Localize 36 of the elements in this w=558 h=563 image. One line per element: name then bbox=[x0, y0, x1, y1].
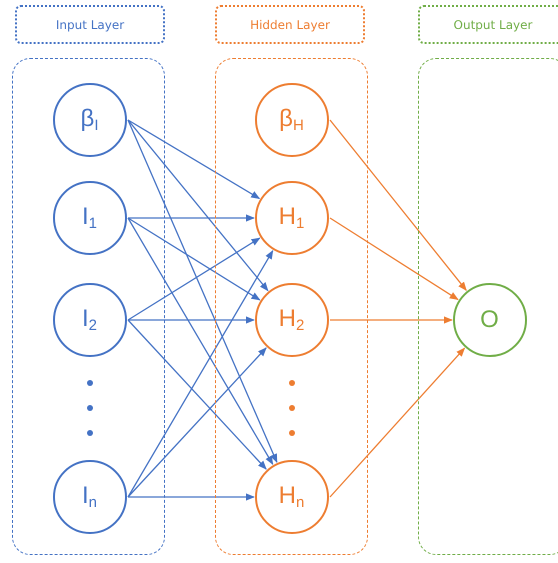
node-label: H$_{1}$ bbox=[278, 203, 304, 232]
layer-header-box bbox=[418, 5, 558, 44]
layer-header-box bbox=[15, 5, 165, 44]
node-label: I$_{1}$ bbox=[82, 203, 97, 232]
arrow bbox=[128, 217, 260, 300]
arrow bbox=[128, 320, 267, 470]
layer-panel bbox=[418, 58, 558, 555]
arrow bbox=[128, 120, 268, 292]
node-label: Hidden Layer bbox=[250, 18, 330, 32]
node-label: H$_{n}$ bbox=[278, 482, 304, 511]
arrow bbox=[330, 217, 459, 300]
arrow bbox=[128, 493, 255, 501]
arrow bbox=[128, 316, 255, 324]
neuron-circle bbox=[452, 282, 526, 356]
node-label: I$_{2}$ bbox=[82, 305, 97, 334]
layer-panel bbox=[12, 58, 165, 555]
arrow bbox=[330, 348, 466, 498]
neuron-circle bbox=[254, 282, 328, 356]
arrow bbox=[127, 218, 274, 466]
layer-panel bbox=[215, 58, 368, 555]
node-label: Input Layer bbox=[56, 18, 124, 32]
arrow bbox=[127, 120, 278, 463]
arrow bbox=[128, 214, 255, 222]
arrow bbox=[330, 120, 467, 292]
node-label: β$_{I}$ bbox=[80, 105, 98, 134]
node-label: Output Layer bbox=[454, 18, 532, 32]
layer-header-box bbox=[215, 5, 365, 44]
node-label: H$_{2}$ bbox=[278, 305, 304, 334]
arrow bbox=[330, 316, 453, 324]
arrow bbox=[128, 347, 267, 498]
node-label: O bbox=[480, 306, 499, 334]
arrow bbox=[128, 119, 260, 200]
node-label: β$_{H}$ bbox=[279, 105, 304, 134]
arrow bbox=[128, 238, 260, 321]
node-label: I$_{n}$ bbox=[82, 482, 97, 511]
arrow bbox=[127, 250, 274, 498]
